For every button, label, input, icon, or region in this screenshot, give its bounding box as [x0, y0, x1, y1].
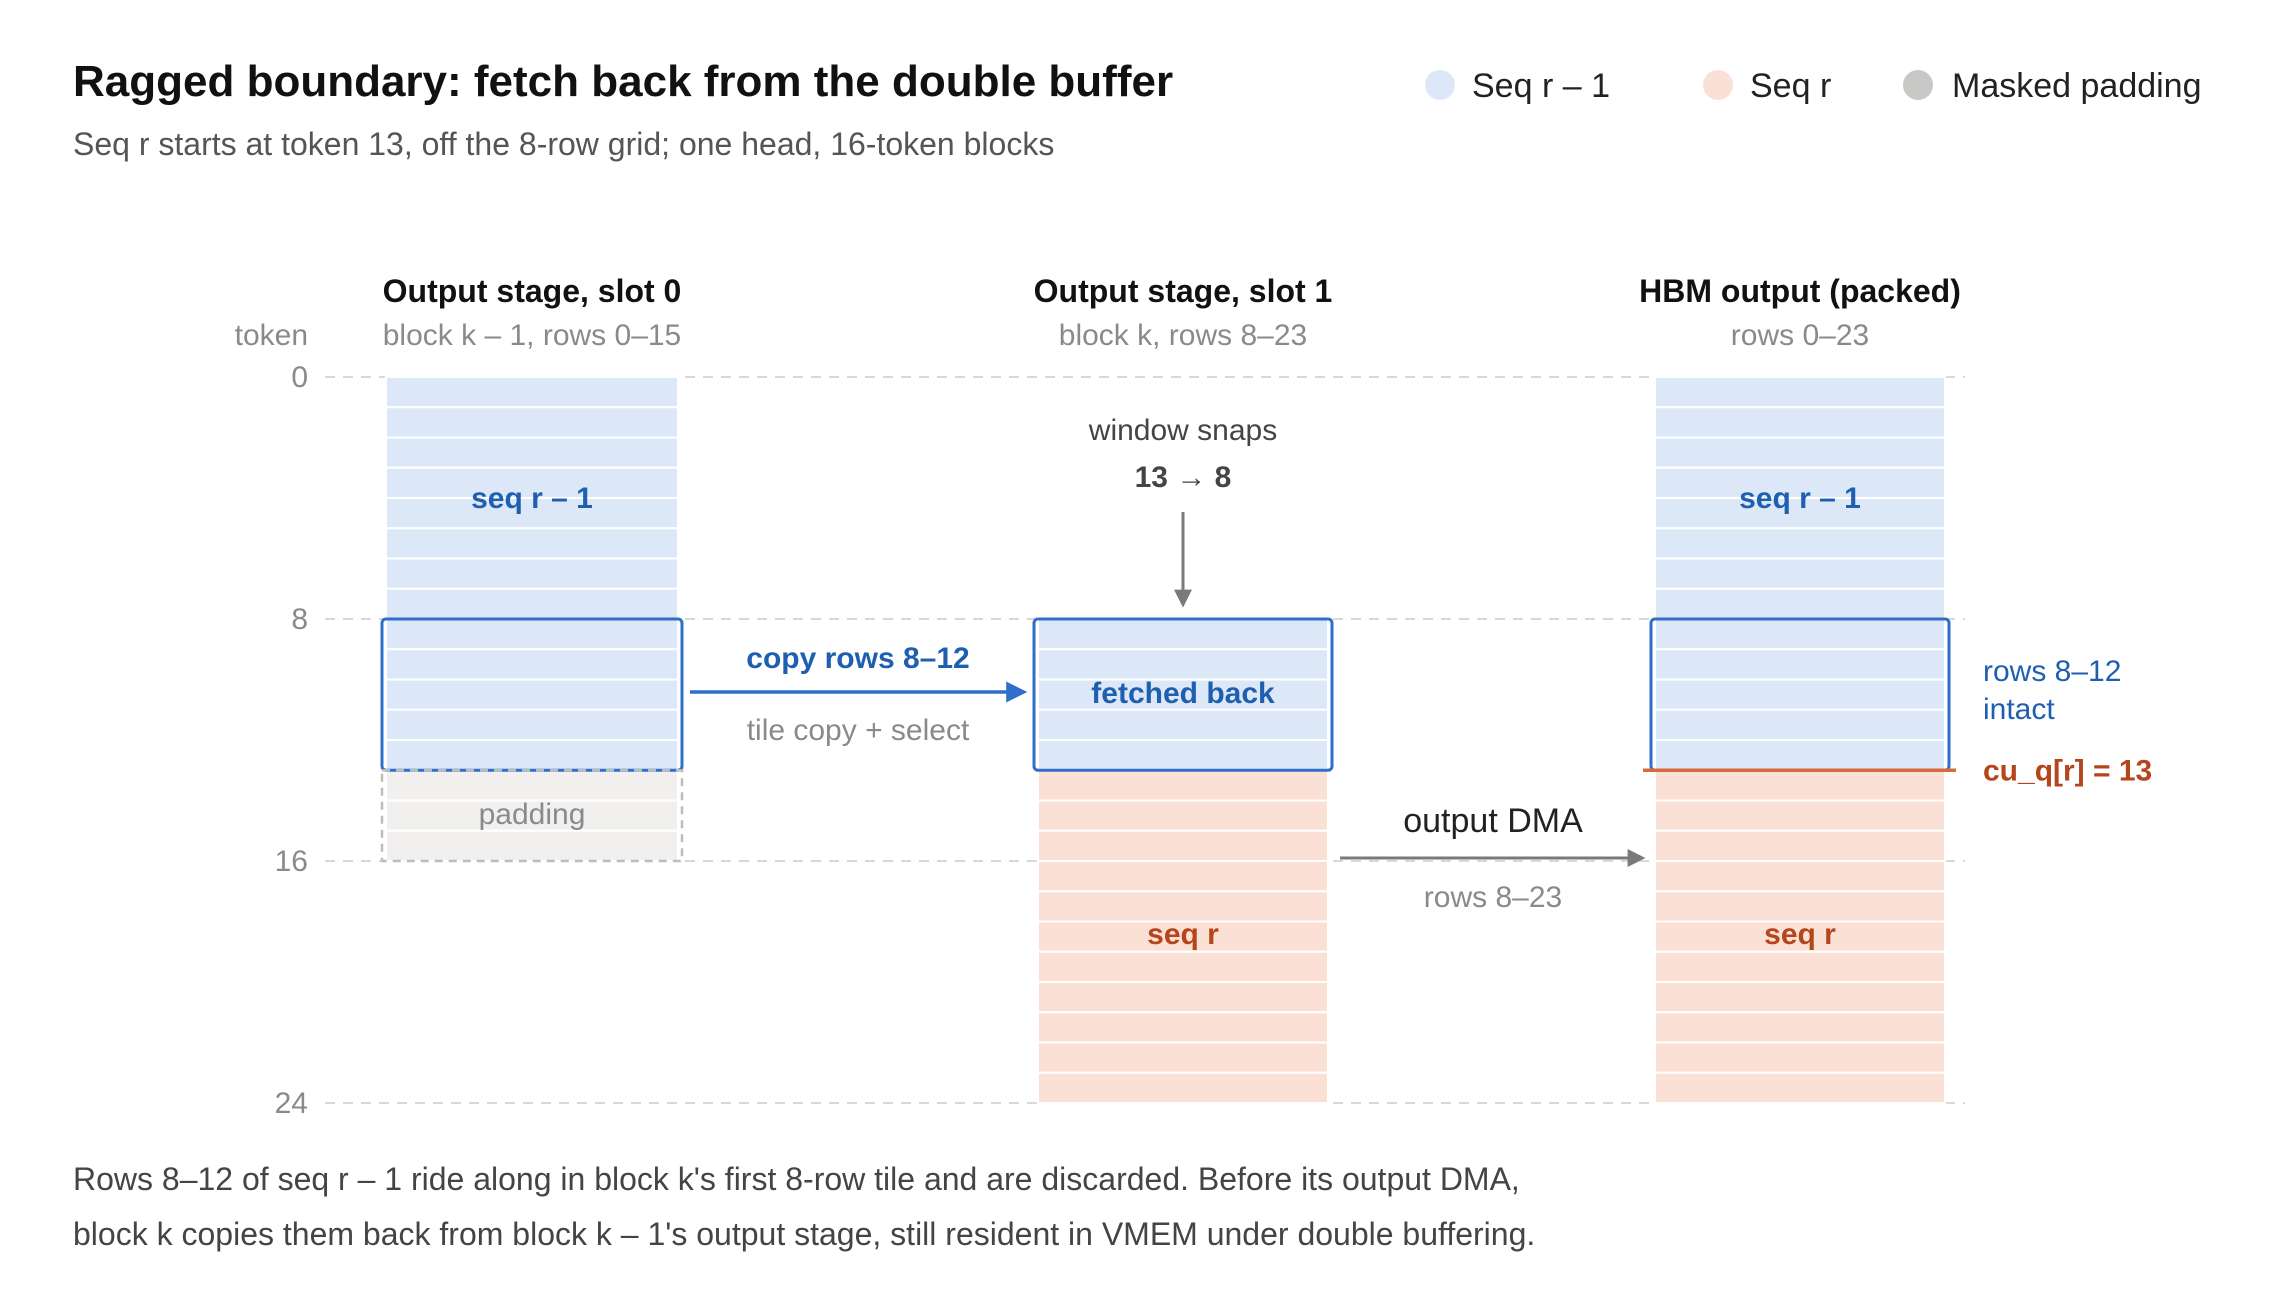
row-seq-prev-12 [1037, 739, 1329, 772]
legend: Seq r – 1 Seq r Masked padding [1425, 67, 2202, 105]
copy-rows-sublabel: tile copy + select [747, 714, 970, 747]
axis-tick-8: 8 [291, 603, 308, 636]
axis-tick-24: 24 [275, 1087, 308, 1120]
axis-tick-0: 0 [291, 361, 308, 394]
row-seq-prev-3 [385, 466, 679, 499]
row-seq-r-16 [1037, 860, 1329, 893]
row-seq-r-13 [1037, 769, 1329, 802]
column-subtitle-slot1: block k, rows 8–23 [1059, 319, 1307, 352]
slot1-seq-r-label: seq r [1147, 918, 1219, 951]
hbm-seq-prev-label: seq r – 1 [1739, 482, 1861, 515]
row-seq-r-23 [1037, 1071, 1329, 1104]
column-title-slot0: Output stage, slot 0 [383, 273, 682, 309]
intact-label: intact [1983, 693, 2055, 726]
row-seq-prev-8 [1037, 618, 1329, 651]
legend-label-seq-prev: Seq r – 1 [1472, 67, 1610, 105]
footer-line-2: block k copies them back from block k – … [73, 1216, 1535, 1252]
row-seq-r-15 [1654, 829, 1946, 862]
row-seq-prev-9 [1037, 648, 1329, 681]
row-padding-14 [385, 799, 679, 832]
row-seq-r-17 [1037, 890, 1329, 923]
column-subtitle-hbm: rows 0–23 [1731, 319, 1869, 352]
row-seq-r-22 [1037, 1041, 1329, 1074]
row-seq-prev-5 [385, 527, 679, 560]
row-seq-r-19 [1654, 950, 1946, 983]
footer-line-1: Rows 8–12 of seq r – 1 ride along in blo… [73, 1161, 1520, 1197]
row-seq-prev-8 [385, 618, 679, 651]
column-subtitle-slot0: block k – 1, rows 0–15 [383, 319, 682, 352]
slot1-block [1037, 618, 1329, 1104]
column-title-slot1: Output stage, slot 1 [1034, 273, 1333, 309]
hbm-seq-r-label: seq r [1764, 918, 1836, 951]
page-title: Ragged boundary: fetch back from the dou… [73, 57, 1173, 106]
row-seq-r-13 [1654, 769, 1946, 802]
row-seq-prev-8 [1654, 618, 1946, 651]
window-snaps-label: window snaps [1088, 414, 1277, 447]
page-subtitle: Seq r starts at token 13, off the 8-row … [73, 126, 1054, 162]
row-seq-prev-0 [385, 376, 679, 409]
row-seq-prev-1 [385, 406, 679, 439]
row-seq-r-20 [1037, 981, 1329, 1014]
row-seq-prev-6 [385, 557, 679, 590]
legend-swatch-seq-r [1703, 70, 1733, 100]
row-seq-r-14 [1654, 799, 1946, 832]
row-seq-prev-12 [385, 739, 679, 772]
row-seq-prev-9 [385, 648, 679, 681]
cu-q-label: cu_q[r] = 13 [1983, 754, 2152, 787]
row-seq-r-20 [1654, 981, 1946, 1014]
row-padding-13 [385, 769, 679, 802]
row-seq-prev-4 [1654, 497, 1946, 530]
row-seq-prev-6 [1654, 557, 1946, 590]
row-seq-prev-7 [1654, 587, 1946, 620]
row-seq-r-21 [1037, 1011, 1329, 1044]
axis-tick-16: 16 [275, 845, 308, 878]
row-seq-prev-11 [1037, 708, 1329, 741]
row-seq-r-14 [1037, 799, 1329, 832]
legend-label-seq-r: Seq r [1750, 67, 1831, 105]
axis-label: token [235, 319, 308, 352]
window-snaps-value: 13 → 8 [1135, 461, 1232, 494]
slot1-fetched-label: fetched back [1091, 677, 1275, 710]
legend-label-padding: Masked padding [1952, 67, 2202, 105]
row-seq-prev-10 [385, 678, 679, 711]
row-seq-r-17 [1654, 890, 1946, 923]
row-seq-prev-2 [1654, 436, 1946, 469]
output-dma-sublabel: rows 8–23 [1424, 881, 1562, 914]
row-seq-r-16 [1654, 860, 1946, 893]
row-seq-prev-2 [385, 436, 679, 469]
row-seq-prev-11 [1654, 708, 1946, 741]
row-seq-prev-1 [1654, 406, 1946, 439]
slot1-fetched-highlight [1032, 617, 1334, 772]
row-seq-r-21 [1654, 1011, 1946, 1044]
hbm-block [1654, 376, 1946, 1104]
legend-swatch-seq-prev [1425, 70, 1455, 100]
output-dma-label: output DMA [1403, 802, 1583, 840]
slot0-copy-source-highlight [380, 617, 684, 772]
row-seq-prev-5 [1654, 527, 1946, 560]
axis-ticks: 0 8 16 24 [275, 361, 308, 1120]
row-seq-prev-11 [385, 708, 679, 741]
row-seq-prev-10 [1037, 678, 1329, 711]
row-seq-r-22 [1654, 1041, 1946, 1074]
slot0-padding-label: padding [479, 798, 586, 831]
row-seq-r-23 [1654, 1071, 1946, 1104]
column-title-hbm: HBM output (packed) [1639, 273, 1961, 309]
slot0-block [385, 376, 679, 862]
row-seq-r-19 [1037, 950, 1329, 983]
row-seq-prev-7 [385, 587, 679, 620]
legend-swatch-padding [1903, 70, 1933, 100]
row-padding-15 [385, 829, 679, 862]
row-seq-prev-12 [1654, 739, 1946, 772]
row-seq-prev-0 [1654, 376, 1946, 409]
copy-rows-label: copy rows 8–12 [746, 642, 969, 675]
intact-rows-label: rows 8–12 [1983, 655, 2121, 688]
row-seq-prev-9 [1654, 648, 1946, 681]
row-seq-r-15 [1037, 829, 1329, 862]
row-seq-prev-10 [1654, 678, 1946, 711]
slot0-seq-prev-label: seq r – 1 [471, 482, 593, 515]
